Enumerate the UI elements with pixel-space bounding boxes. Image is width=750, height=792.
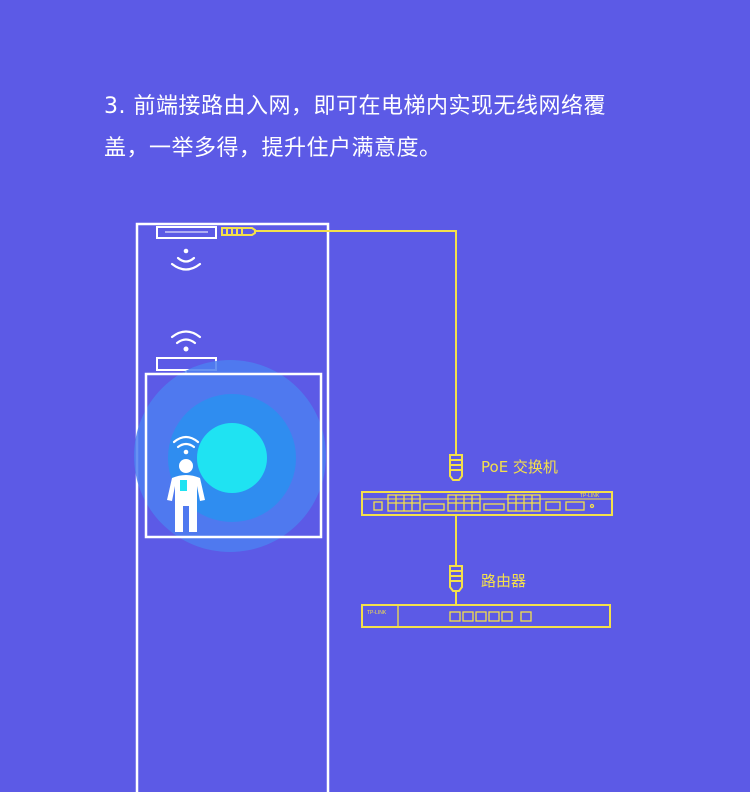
elevator-car xyxy=(144,372,323,539)
cable-switch-to-router xyxy=(449,515,463,605)
wifi-signal-icon xyxy=(170,330,202,352)
cable-ap-to-switch xyxy=(221,227,463,481)
person-with-phone-icon xyxy=(167,459,205,532)
caption-line-2: 盖，一举多得，提升住户满意度。 xyxy=(104,136,442,161)
poe-switch-label: PoE 交换机 xyxy=(481,458,558,476)
router-brand: TP-LINK xyxy=(367,610,387,616)
ceiling-ap-top xyxy=(156,226,217,239)
poe-switch-icon xyxy=(361,491,613,516)
wifi-signal-icon xyxy=(172,435,200,455)
caption-line-1: 3. 前端接路由入网，即可在电梯内实现无线网络覆 xyxy=(104,94,606,119)
switch-brand: TP-LINK xyxy=(580,493,600,499)
coverage-inner xyxy=(197,423,267,493)
router-label: 路由器 xyxy=(481,572,527,590)
wifi-signal-icon xyxy=(170,248,202,271)
elevator-shaft xyxy=(135,222,330,792)
router-icon xyxy=(361,604,611,628)
caption: 3. 前端接路由入网，即可在电梯内实现无线网络覆 盖，一举多得，提升住户满意度。 xyxy=(104,86,684,170)
